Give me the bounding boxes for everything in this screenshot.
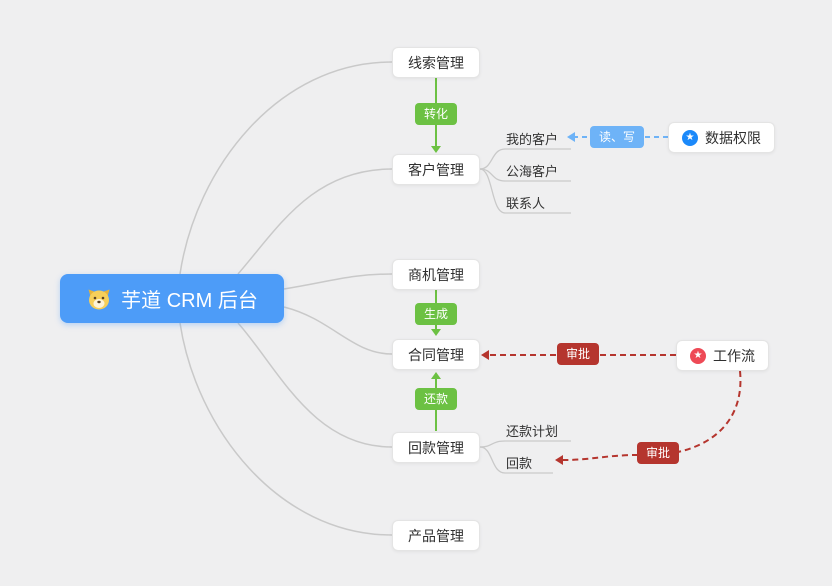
edge-receivable-receipt xyxy=(479,446,553,474)
arrow-workflow-receipt-line xyxy=(562,454,639,461)
edge-customer-public xyxy=(479,168,571,182)
node-customer-management: 客户管理 xyxy=(392,154,480,185)
edge-root-customer xyxy=(237,168,393,275)
edge-root-receivable xyxy=(237,322,393,448)
badge-generate: 生成 xyxy=(415,303,458,326)
node-label: 工作流 xyxy=(713,347,755,364)
root-node-crm: 芋道 CRM 后台 xyxy=(60,274,284,323)
node-data-permission: ★ 数据权限 xyxy=(668,122,775,153)
subitem-repayment-plan: 还款计划 xyxy=(506,424,559,439)
star-icon: ★ xyxy=(682,129,698,146)
node-label: 回款管理 xyxy=(408,439,464,456)
arrow-convert-head xyxy=(431,146,441,153)
edge-customer-contact xyxy=(479,168,571,214)
subitem-my-customers: 我的客户 xyxy=(506,132,559,147)
arrow-permission-head xyxy=(567,132,575,142)
arrow-repay-head xyxy=(431,372,441,379)
node-label: 数据权限 xyxy=(705,129,761,146)
edge-customer-my xyxy=(479,148,571,170)
node-lead-management: 线索管理 xyxy=(392,47,480,78)
subitem-receipt: 回款 xyxy=(506,456,533,471)
edge-root-lead xyxy=(179,61,393,275)
node-receivable-management: 回款管理 xyxy=(392,432,480,463)
node-label: 产品管理 xyxy=(408,527,464,544)
badge-convert: 转化 xyxy=(415,103,458,126)
edge-root-product xyxy=(179,322,393,536)
edge-root-opportunity xyxy=(283,273,393,290)
star-icon: ★ xyxy=(690,347,706,364)
tree-edges xyxy=(179,61,393,536)
arrow-workflow-contract-head xyxy=(481,350,489,360)
green-arrows xyxy=(431,78,441,431)
subitem-public-customers: 公海客户 xyxy=(506,164,559,179)
node-label: 客户管理 xyxy=(408,161,464,178)
arrow-workflow-receivable-curve xyxy=(677,370,742,453)
badge-read-write: 读、写 xyxy=(590,126,645,149)
badge-approve-contract: 审批 xyxy=(557,343,600,366)
badge-repay: 还款 xyxy=(415,388,458,411)
edge-root-contract xyxy=(283,306,393,355)
dog-icon xyxy=(88,289,110,309)
edge-receivable-plan xyxy=(479,440,571,448)
node-opportunity-management: 商机管理 xyxy=(392,259,480,290)
badge-approve-receivable: 审批 xyxy=(637,442,680,465)
node-label: 合同管理 xyxy=(408,346,464,363)
node-product-management: 产品管理 xyxy=(392,520,480,551)
subitem-edges xyxy=(479,148,571,474)
node-workflow: ★ 工作流 xyxy=(676,340,769,371)
root-label: 芋道 CRM 后台 xyxy=(121,290,258,312)
node-contract-management: 合同管理 xyxy=(392,339,480,370)
node-label: 商机管理 xyxy=(408,266,464,283)
arrow-workflow-receipt-head xyxy=(555,455,563,465)
node-label: 线索管理 xyxy=(408,54,464,71)
arrow-generate-head xyxy=(431,329,441,336)
subitem-contacts: 联系人 xyxy=(506,196,546,211)
